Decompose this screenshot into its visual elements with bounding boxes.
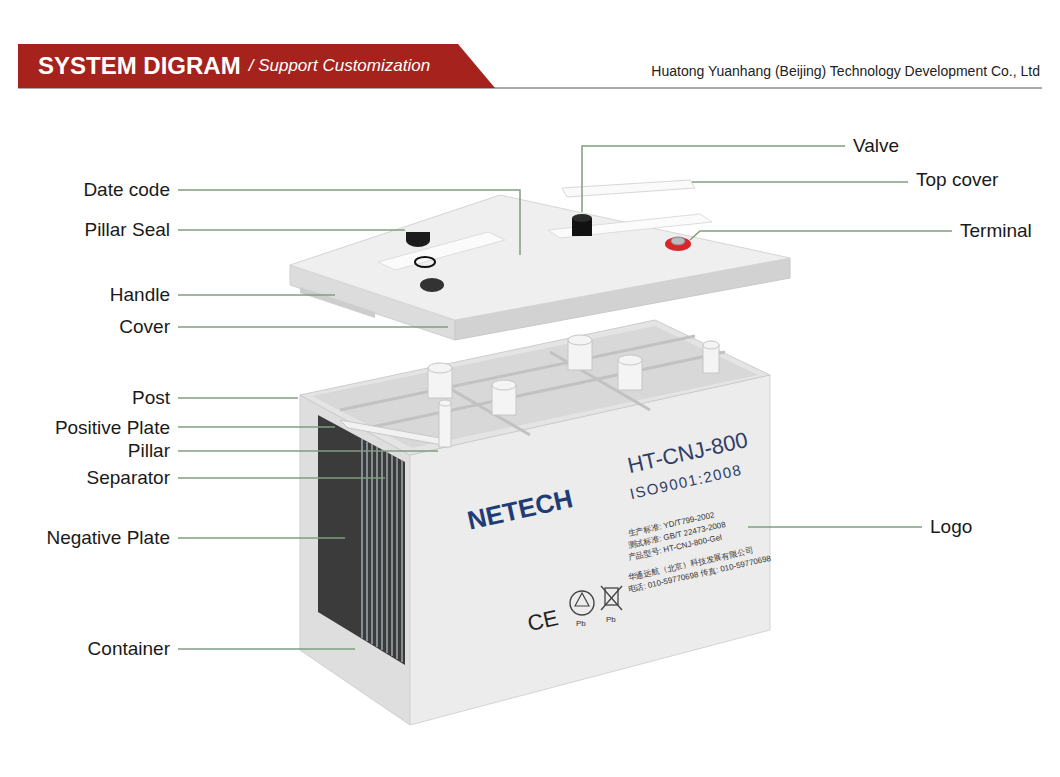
company-name: Huatong Yuanhang (Beijing) Technology De… [651,63,1040,79]
bin-symbol [601,586,622,610]
lid-top-face [290,195,790,320]
part-label: Pillar [128,440,170,462]
bin-symbol [601,586,622,610]
leader-line [582,146,845,212]
leader-line [178,229,405,231]
front-symbols [570,586,622,615]
valve [572,214,592,222]
pillar-seal [406,233,430,247]
pillar [439,400,451,406]
leader-line [178,450,438,452]
post [618,355,642,365]
leader-line [178,537,345,539]
post [492,380,516,390]
header-title: SYSTEM DIGRAM [38,52,241,80]
o-ring [415,257,435,267]
lid-recess [378,232,505,270]
leader-line [748,526,922,528]
part-label: Container [88,638,170,660]
post [703,341,719,349]
lid [290,180,790,340]
recycle-symbol [575,593,589,606]
negative-plate [318,415,405,665]
terminal-hole [420,278,444,292]
cell-partition [372,352,725,427]
leader-line [178,294,335,296]
part-label: Negative Plate [46,527,170,549]
header-subtitle: / Support Customization [249,56,430,76]
leader-line [178,648,355,650]
part-label: Terminal [960,220,1032,242]
leader-line [692,181,908,183]
pb-mark: Pb [606,615,616,624]
part-label: Date code [83,179,170,201]
pillar [439,403,451,447]
part-label: Post [132,387,170,409]
cell-partition [550,352,650,410]
pb-mark: Pb [576,619,586,628]
container-opening [312,326,758,448]
leader-line [178,397,298,399]
recycle-symbol [570,591,594,615]
container-top [300,320,770,455]
leader-line [178,426,335,428]
leader-line [690,231,952,240]
leader-line [178,190,520,255]
pillar-seal [406,232,430,240]
part-label: Logo [930,516,972,538]
leader-line [178,477,385,479]
band-fill [18,44,495,88]
handle [300,287,375,318]
plate-stack [318,415,448,665]
band-row: SYSTEM DIGRAM / Support Customization [18,44,495,88]
part-label: Valve [853,135,899,157]
header-band: SYSTEM DIGRAM / Support Customization [18,44,495,88]
part-label: Separator [87,467,170,489]
lid-recess [548,214,712,238]
posts [428,335,719,447]
part-label: Top cover [916,169,998,191]
part-label: Handle [110,284,170,306]
post [428,363,452,373]
cell-partition [340,336,695,410]
part-label: Positive Plate [55,417,170,439]
terminal-bolt [671,237,685,245]
separator-lines [362,439,402,662]
positive-plate-lug [340,420,448,446]
leader-lines [178,146,952,649]
container [300,320,770,725]
part-label: Pillar Seal [84,219,170,241]
post [568,335,592,345]
part-label: Cover [119,316,170,338]
leader-line [178,326,448,328]
terminal [665,237,691,251]
